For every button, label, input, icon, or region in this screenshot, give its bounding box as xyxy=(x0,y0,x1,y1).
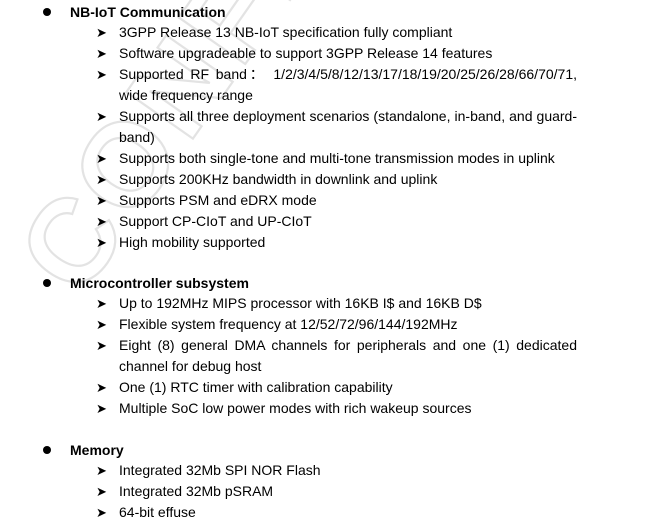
arrow-bullet-icon: ➤ xyxy=(96,338,107,353)
arrow-bullet-icon: ➤ xyxy=(96,235,107,250)
item-list: ➤3GPP Release 13 NB-IoT specification fu… xyxy=(0,22,654,253)
list-item: ➤Software upgradeable to support 3GPP Re… xyxy=(0,43,577,64)
arrow-bullet-icon: ➤ xyxy=(96,401,107,416)
arrow-bullet-icon: ➤ xyxy=(96,151,107,166)
section-title: Memory xyxy=(70,442,124,458)
section-title: Microcontroller subsystem xyxy=(70,275,249,291)
list-item: ➤Support CP-CIoT and UP-CIoT xyxy=(0,211,577,232)
arrow-bullet-icon: ➤ xyxy=(96,505,107,520)
arrow-bullet-icon: ➤ xyxy=(96,109,107,124)
section-bullet-icon xyxy=(43,446,51,454)
list-item: ➤Supports both single-tone and multi-ton… xyxy=(0,148,577,169)
list-item: ➤High mobility supported xyxy=(0,232,577,253)
list-item: ➤Supports PSM and eDRX mode xyxy=(0,190,577,211)
arrow-bullet-icon: ➤ xyxy=(96,296,107,311)
arrow-bullet-icon: ➤ xyxy=(96,25,107,40)
list-item: ➤3GPP Release 13 NB-IoT specification fu… xyxy=(0,22,577,43)
list-item: ➤Eight (8) general DMA channels for peri… xyxy=(96,337,577,374)
arrow-bullet-icon: ➤ xyxy=(96,214,107,229)
list-item: ➤Flexible system frequency at 12/52/72/9… xyxy=(0,314,577,335)
list-item: ➤Integrated 32Mb pSRAM xyxy=(0,481,577,502)
arrow-bullet-icon: ➤ xyxy=(96,46,107,61)
section-bullet-icon xyxy=(43,279,51,287)
section-title: NB-IoT Communication xyxy=(70,4,226,20)
list-item: ➤Supported RF band： 1/2/3/4/5/8/12/13/17… xyxy=(96,66,577,103)
list-item: ➤Supports 200KHz bandwidth in downlink a… xyxy=(0,169,577,190)
section-bullet-icon xyxy=(43,8,51,16)
arrow-bullet-icon: ➤ xyxy=(96,67,107,82)
list-item: ➤Supports all three deployment scenarios… xyxy=(96,108,577,145)
arrow-bullet-icon: ➤ xyxy=(96,463,107,478)
list-item: ➤Up to 192MHz MIPS processor with 16KB I… xyxy=(0,293,577,314)
arrow-bullet-icon: ➤ xyxy=(96,484,107,499)
arrow-bullet-icon: ➤ xyxy=(96,317,107,332)
list-item: ➤64-bit effuse xyxy=(0,502,577,523)
list-item: ➤Multiple SoC low power modes with rich … xyxy=(0,398,577,419)
item-list: ➤Up to 192MHz MIPS processor with 16KB I… xyxy=(0,293,654,419)
list-item: ➤Integrated 32Mb SPI NOR Flash xyxy=(0,460,577,481)
item-list: ➤Integrated 32Mb SPI NOR Flash ➤Integrat… xyxy=(0,460,654,523)
arrow-bullet-icon: ➤ xyxy=(96,172,107,187)
list-item: ➤One (1) RTC timer with calibration capa… xyxy=(0,377,577,398)
arrow-bullet-icon: ➤ xyxy=(96,380,107,395)
arrow-bullet-icon: ➤ xyxy=(96,193,107,208)
